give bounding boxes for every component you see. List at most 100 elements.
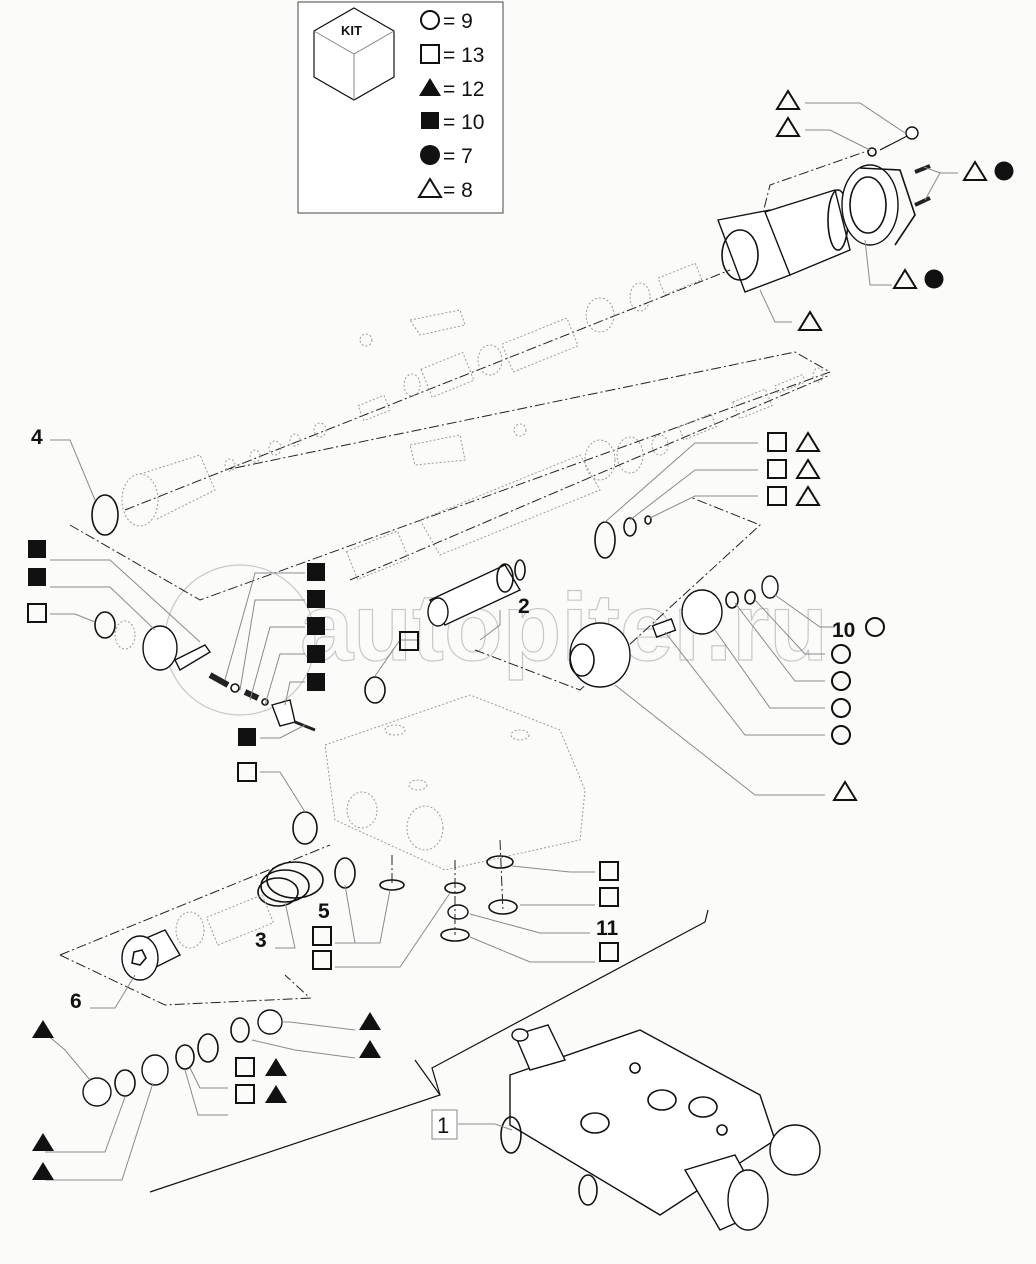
callout-detent-r4 — [307, 645, 325, 663]
open-square-icon — [399, 631, 419, 651]
part-label-4: 4 — [31, 426, 43, 449]
detent-assembly — [94, 611, 316, 732]
check-valve-parts — [82, 1009, 283, 1107]
open-triangle-icon — [775, 89, 801, 110]
open-square-icon — [237, 762, 257, 782]
part-label-11: 11 — [596, 917, 619, 940]
main-spool-ghost-assembly — [345, 367, 831, 581]
filled-triangle-icon — [359, 1012, 381, 1030]
filled-square-icon — [421, 112, 439, 129]
legend-entry-open-triangle: = 8 — [417, 177, 473, 202]
filled-circle-icon — [420, 145, 440, 165]
callout-bolt — [775, 89, 801, 110]
legend-entry-open-square: = 13 — [420, 44, 484, 67]
open-square-icon — [420, 44, 440, 64]
kit-cube-icon: KIT — [313, 7, 395, 101]
open-triangle-icon — [892, 268, 918, 289]
part-label-2: 2 — [518, 595, 530, 618]
filled-triangle-icon — [32, 1020, 54, 1038]
svg-text:= 10: = 10 — [443, 111, 484, 134]
callout-pin — [238, 728, 256, 746]
svg-text:= 7: = 7 — [443, 145, 473, 168]
filled-square-icon — [28, 540, 46, 558]
kit-legend: KIT = 9 = 13 = 12 = 10 = 7 = 8 — [297, 1, 504, 214]
filled-triangle-icon — [419, 78, 441, 96]
open-square-icon — [235, 1084, 255, 1104]
callout-relief-b — [831, 671, 851, 691]
callout-detent-1 — [28, 540, 46, 558]
kit-title: KIT — [341, 23, 362, 38]
filled-circle-icon — [994, 161, 1014, 181]
callout-seal-c — [767, 485, 821, 506]
open-triangle-icon — [417, 177, 443, 198]
open-square-icon — [312, 926, 332, 946]
open-circle-icon — [831, 725, 851, 745]
part-label-3: 3 — [255, 929, 267, 952]
open-circle-icon — [831, 644, 851, 664]
open-triangle-icon — [797, 310, 823, 331]
open-square-icon — [767, 459, 787, 479]
legend-entry-filled-square: = 10 — [421, 111, 484, 134]
filled-square-icon — [307, 617, 325, 635]
open-triangle-icon — [795, 458, 821, 479]
callout-detent-r5 — [307, 673, 325, 691]
callout-cap — [892, 268, 944, 289]
part-label-10: 10 — [832, 619, 855, 642]
filled-square-icon — [28, 568, 46, 586]
part-label-1: 1 — [437, 1113, 449, 1138]
callout-housing — [797, 310, 823, 331]
part-label-1-box: 1 — [431, 1109, 458, 1140]
callout-spool-oring — [399, 631, 419, 651]
legend-entry-filled-circle: = 7 — [420, 145, 473, 168]
callout-detent-2 — [28, 568, 46, 586]
callout-detent-r2 — [307, 590, 325, 608]
watermark: autopiter.ru — [164, 564, 829, 716]
leader-lines — [44, 102, 958, 1181]
callout-relief-c — [831, 698, 851, 718]
callout-relief-d — [831, 725, 851, 745]
legend-entry-filled-triangle: = 12 — [419, 78, 484, 101]
callout-check-d — [235, 1084, 287, 1104]
callout-check-cap — [32, 1020, 54, 1038]
callout-port-a — [599, 861, 619, 881]
open-triangle-icon — [832, 780, 858, 801]
callout-relief-body — [832, 780, 858, 801]
callout-seal-a — [767, 431, 821, 452]
open-square-icon — [27, 603, 47, 623]
part-label-5: 5 — [318, 900, 330, 923]
cap-bolt — [867, 126, 919, 157]
part-label-6: 6 — [70, 990, 82, 1013]
callout-detent-ring — [27, 603, 47, 623]
callout-check-seat — [32, 1162, 54, 1180]
part-number-labels: 4 2 3 5 6 10 11 1 — [31, 426, 855, 1140]
svg-text:= 12: = 12 — [443, 78, 484, 101]
filled-triangle-icon — [32, 1133, 54, 1151]
spool-o-ring — [364, 676, 386, 704]
callout-check-b — [359, 1040, 381, 1058]
svg-text:= 8: = 8 — [443, 179, 473, 202]
open-circle-icon — [831, 698, 851, 718]
spring-3 — [257, 861, 324, 907]
callout-detent-r3 — [307, 617, 325, 635]
watermark-text: autopiter.ru — [300, 574, 828, 681]
callout-body-oring — [237, 762, 257, 782]
filled-square-icon — [307, 590, 325, 608]
callout-bottom-b — [312, 950, 332, 970]
spool-2 — [427, 559, 526, 627]
legend-entry-open-circle: = 9 — [420, 10, 473, 33]
o-ring-4 — [91, 494, 119, 536]
kit-boundary-line — [149, 909, 709, 1193]
callout-port-c — [599, 942, 619, 962]
spool-housing — [717, 189, 851, 293]
filled-circle-icon — [924, 269, 944, 289]
cap-screws — [914, 164, 931, 207]
callout-washer — [775, 116, 801, 137]
open-triangle-icon — [775, 116, 801, 137]
open-triangle-icon — [795, 431, 821, 452]
callout-relief-10 — [865, 617, 885, 637]
open-square-icon — [599, 861, 619, 881]
assembled-valve-1 — [500, 1024, 821, 1231]
callout-screws — [962, 160, 1014, 181]
filled-triangle-icon — [32, 1162, 54, 1180]
